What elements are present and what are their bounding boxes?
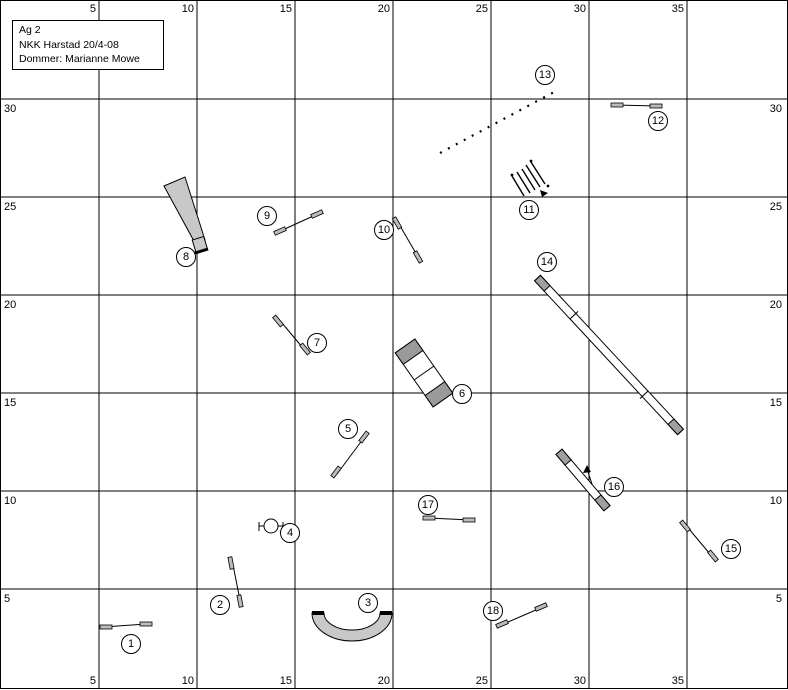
obstacle-7-jump (272, 314, 311, 356)
obstacle-9-jump (273, 209, 324, 236)
obstacle-number-13: 13 (535, 65, 555, 85)
obstacle-number-15: 15 (721, 539, 741, 559)
obstacle-6-a-frame (394, 338, 454, 408)
course-title: Ag 2 (19, 24, 41, 36)
bottom-axis-label: 5 (90, 675, 96, 687)
right-axis-label: 20 (770, 299, 782, 311)
top-axis-labels: 5 10 15 20 25 30 35 (90, 3, 684, 15)
obstacle-number-label: 8 (183, 251, 189, 263)
left-axis-label: 10 (4, 495, 16, 507)
obstacle-2-jump (227, 556, 244, 608)
obstacle-5-jump (330, 430, 370, 479)
top-axis-label: 5 (90, 3, 96, 15)
obstacle-number-11: 11 (519, 200, 539, 220)
left-axis-label: 20 (4, 299, 16, 311)
obstacle-number-label: 9 (264, 210, 270, 222)
bottom-axis-label: 35 (672, 675, 684, 687)
top-axis-label: 20 (378, 3, 390, 15)
bottom-axis-label: 30 (574, 675, 586, 687)
obstacle-number-5: 5 (338, 419, 358, 439)
course-info-box: Ag 2 NKK Harstad 20/4-08 Dommer: Mariann… (12, 20, 164, 70)
obstacle-11-weave-poles (510, 159, 550, 197)
top-axis-label: 35 (672, 3, 684, 15)
course-event: NKK Harstad 20/4-08 (19, 38, 119, 51)
obstacle-number-label: 5 (345, 423, 351, 435)
bottom-axis-label: 20 (378, 675, 390, 687)
obstacle-number-label: 3 (365, 597, 371, 609)
right-axis-label: 30 (770, 103, 782, 115)
obstacle-number-18: 18 (483, 601, 503, 621)
obstacle-number-label: 15 (725, 543, 737, 555)
obstacle-number-10: 10 (374, 220, 394, 240)
see-saw-direction-arrow (583, 465, 593, 485)
obstacle-10-jump (391, 216, 424, 264)
obstacle-number-label: 13 (539, 69, 551, 81)
obstacle-18-jump (495, 602, 548, 629)
left-axis-labels: 30 25 20 15 10 5 (4, 103, 16, 605)
obstacle-1-jump (99, 621, 153, 630)
left-axis-label: 30 (4, 103, 16, 115)
left-axis-label: 5 (4, 593, 10, 605)
obstacle-number-label: 14 (541, 256, 553, 268)
obstacle-number-label: 18 (487, 605, 499, 617)
obstacle-number-label: 16 (608, 481, 620, 493)
obstacle-13-long-jump (439, 90, 557, 154)
right-axis-label: 5 (776, 593, 782, 605)
obstacle-3-tunnel (311, 611, 393, 642)
bottom-axis-label: 25 (476, 675, 488, 687)
obstacle-number-16: 16 (604, 477, 624, 497)
right-axis-labels: 30 25 20 15 10 5 (770, 103, 782, 605)
obstacle-number-17: 17 (418, 495, 438, 515)
obstacle-17-jump (422, 515, 476, 523)
right-axis-label: 25 (770, 201, 782, 213)
obstacle-number-8: 8 (176, 247, 196, 267)
obstacle-number-label: 1 (128, 638, 134, 650)
obstacle-number-label: 17 (422, 499, 434, 511)
left-axis-label: 25 (4, 201, 16, 213)
obstacle-number-2: 2 (210, 595, 230, 615)
obstacle-number-label: 10 (378, 224, 390, 236)
obstacle-8-chute (163, 176, 209, 255)
obstacle-12-jump (610, 102, 663, 109)
top-axis-label: 30 (574, 3, 586, 15)
obstacle-15-jump (679, 519, 719, 563)
top-axis-label: 10 (182, 3, 194, 15)
obstacle-14-dog-walk (533, 274, 685, 436)
left-axis-label: 15 (4, 397, 16, 409)
obstacle-number-label: 4 (287, 527, 293, 539)
bottom-axis-label: 10 (182, 675, 194, 687)
obstacle-number-12: 12 (648, 111, 668, 131)
obstacle-number-1: 1 (121, 634, 141, 654)
right-axis-label: 15 (770, 397, 782, 409)
obstacle-16-see-saw (555, 448, 611, 512)
obstacle-number-9: 9 (257, 206, 277, 226)
obstacle-number-label: 7 (314, 337, 320, 349)
right-axis-label: 10 (770, 495, 782, 507)
bottom-axis-labels: 5 10 15 20 25 30 35 (90, 675, 684, 687)
obstacle-number-7: 7 (307, 333, 327, 353)
top-axis-label: 15 (280, 3, 292, 15)
obstacle-4-tire (258, 518, 284, 534)
obstacle-number-14: 14 (537, 252, 557, 272)
obstacle-number-label: 12 (652, 115, 664, 127)
course-judge: Dommer: Marianne Mowe (19, 53, 140, 65)
obstacle-number-6: 6 (452, 384, 472, 404)
obstacle-number-label: 2 (217, 599, 223, 611)
obstacle-number-label: 6 (459, 388, 465, 400)
top-axis-label: 25 (476, 3, 488, 15)
obstacle-number-label: 11 (523, 204, 534, 216)
obstacle-number-4: 4 (280, 523, 300, 543)
obstacle-number-3: 3 (358, 593, 378, 613)
bottom-axis-label: 15 (280, 675, 292, 687)
